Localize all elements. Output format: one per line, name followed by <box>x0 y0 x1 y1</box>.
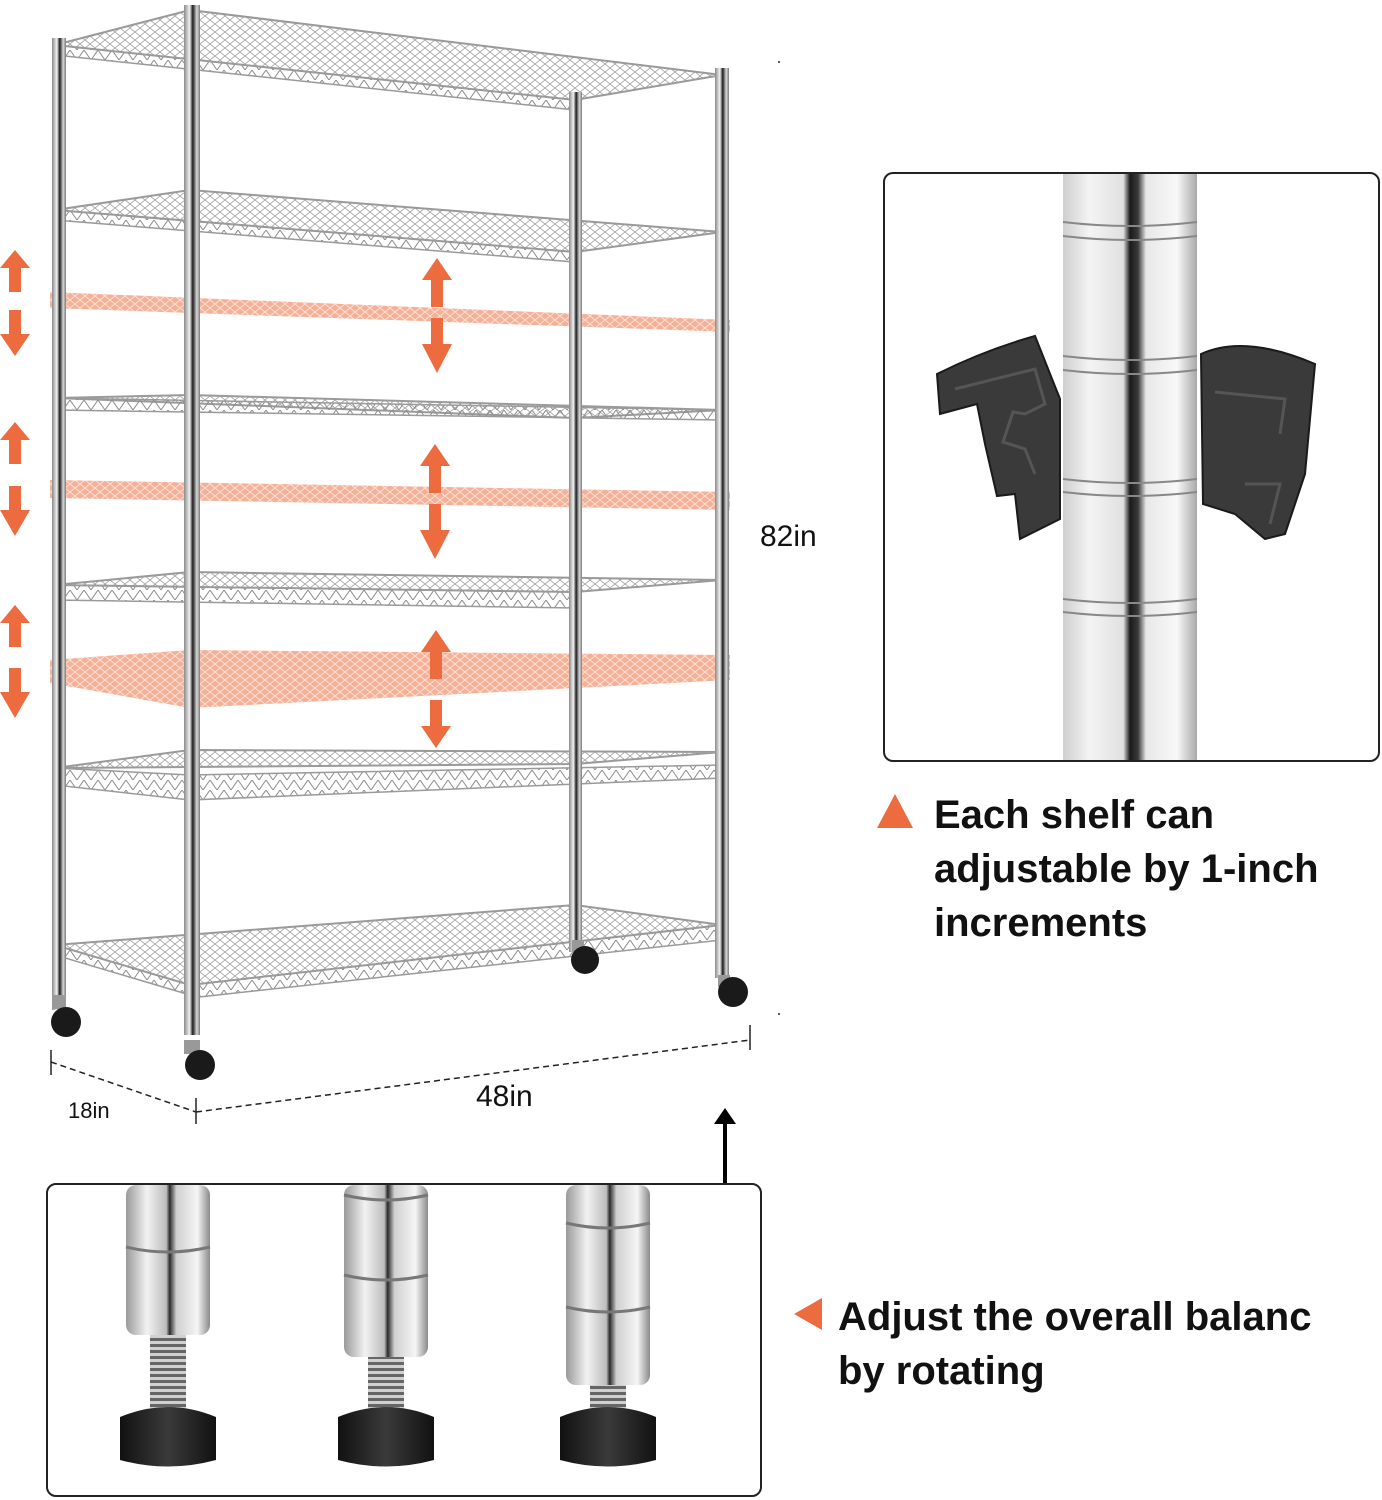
adjust-arrows-center <box>420 258 452 748</box>
width-label: 48in <box>476 1080 533 1113</box>
highlight-shelf-3 <box>50 650 730 708</box>
feature-1-line-3: increments <box>934 901 1148 945</box>
feature-1-line-1: Each shelf can <box>934 793 1215 837</box>
shelf-4 <box>54 570 723 609</box>
shelving-rack-illustration <box>0 0 780 1130</box>
highlight-shelf-2 <box>50 480 730 510</box>
shelf-5 <box>54 748 723 801</box>
leveling-feet-detail-panel <box>46 1183 762 1497</box>
highlight-shelf-1 <box>50 292 730 332</box>
caster-wheel <box>51 940 748 1080</box>
triangle-up-icon <box>875 792 915 830</box>
leveling-foot-2 <box>338 1185 434 1467</box>
shelf-2 <box>54 188 723 263</box>
height-label: 82in <box>760 520 817 553</box>
feature-1-line-2: adjustable by 1-inch <box>934 847 1319 891</box>
pole-with-clips-image <box>935 174 1317 760</box>
leveling-foot-3 <box>560 1185 656 1467</box>
pole-front-right <box>715 68 729 978</box>
pole-front-left <box>52 38 66 1010</box>
depth-label: 18in <box>68 1098 110 1123</box>
triangle-left-icon <box>792 1296 824 1332</box>
adjust-arrows-left <box>0 250 30 718</box>
pole-back-left <box>184 5 200 1035</box>
leveling-feet-image <box>120 1185 656 1467</box>
shelf-clip-detail-panel <box>883 172 1380 762</box>
shelf-1 <box>54 8 723 111</box>
feature-balance-rotating: Adjust the overall balanc by rotating <box>838 1290 1311 1398</box>
feature-2-line-2: by rotating <box>838 1349 1045 1393</box>
arrow-up-icon <box>710 1108 740 1184</box>
rack-svg <box>0 5 780 1124</box>
leveling-foot-1 <box>120 1185 216 1467</box>
shelf-3 <box>54 393 723 421</box>
feature-shelf-adjustable: Each shelf can adjustable by 1-inch incr… <box>934 788 1319 950</box>
shelf-6 <box>54 903 723 999</box>
feature-2-line-1: Adjust the overall balanc <box>838 1295 1312 1339</box>
pole-back-right <box>569 92 582 952</box>
base-dimension-lines <box>50 1025 751 1124</box>
